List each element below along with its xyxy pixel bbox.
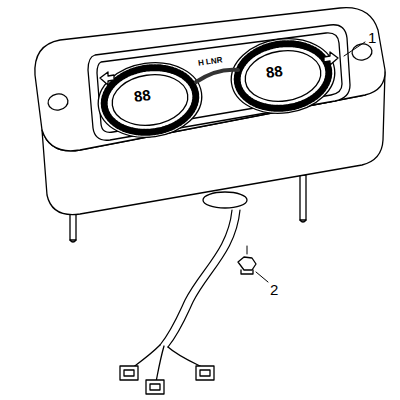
turn-arrow bbox=[324, 52, 338, 65]
lcd-readout: 88 bbox=[265, 63, 284, 80]
turn-arrow bbox=[100, 72, 114, 85]
nut bbox=[238, 246, 256, 274]
lcd-readout: 88 bbox=[133, 87, 152, 104]
wire-harness bbox=[120, 210, 240, 394]
housing-top bbox=[35, 8, 385, 151]
leader-line bbox=[256, 272, 268, 282]
callout-number: 1 bbox=[368, 30, 376, 45]
mount-hole bbox=[47, 92, 69, 111]
mount-hole bbox=[351, 42, 373, 61]
callout-number: 2 bbox=[270, 282, 278, 297]
leader-line bbox=[344, 42, 365, 56]
gauge-dial bbox=[93, 32, 339, 144]
